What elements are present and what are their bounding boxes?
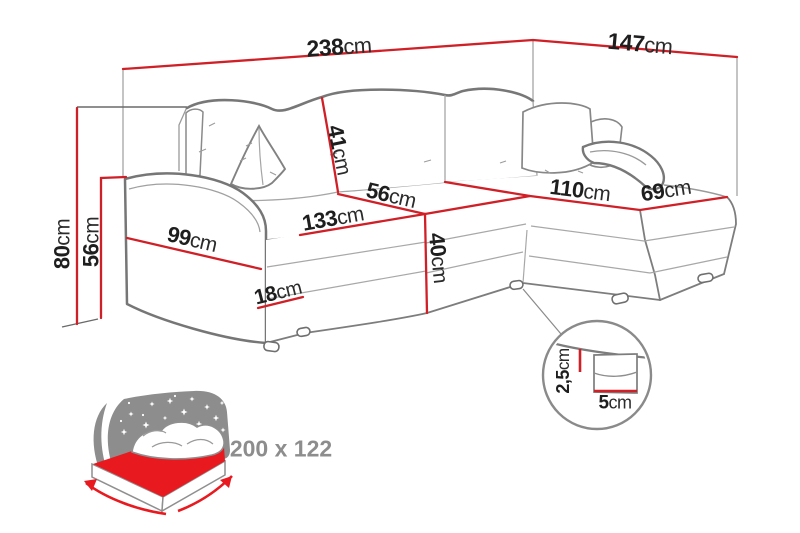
- dim-value: 80: [49, 245, 75, 270]
- dimension-helper-lines: [61, 40, 738, 328]
- chaise-pillow-front: [521, 102, 595, 174]
- sofa-base: [198, 122, 737, 353]
- dim-value: 40: [423, 231, 452, 258]
- dim-unit: cm: [582, 180, 612, 207]
- right-armrest: [581, 140, 665, 191]
- dim-unit: cm: [80, 216, 104, 244]
- dim-value: 5: [598, 392, 609, 414]
- side-sliver-pillow: [185, 108, 204, 178]
- dim-total-height: 80cm: [49, 218, 75, 270]
- dim-unit: cm: [643, 31, 674, 60]
- sofa-bed-icon: [84, 390, 233, 516]
- dim-leg-height: 2,5cm: [552, 348, 573, 394]
- dim-value: 238: [305, 33, 345, 62]
- dim-unit: cm: [553, 348, 573, 371]
- dim-unit: cm: [426, 255, 453, 285]
- dim-unit: cm: [335, 202, 366, 230]
- sofa-feet: [263, 272, 714, 353]
- red-mattress: [93, 447, 225, 497]
- dim-leg-width: 5cm: [598, 392, 633, 414]
- dim-unit: cm: [342, 32, 373, 60]
- sleeping-area-label: 200 x 122: [229, 435, 333, 462]
- dim-unit: cm: [608, 392, 633, 413]
- dim-arm-height: 56cm: [78, 216, 104, 268]
- leg-detail-callout: [522, 288, 653, 431]
- dim-unit: cm: [662, 175, 693, 203]
- red-dimension-lines: [75, 38, 739, 326]
- dim-value: 2,5: [552, 370, 573, 394]
- dim-value: 56: [78, 243, 104, 268]
- dim-value: 147: [606, 27, 646, 57]
- left-armrest: [123, 172, 268, 345]
- dim-total-width: 238cm: [305, 32, 373, 62]
- dim-chaise-depth: 147cm: [606, 27, 674, 60]
- dim-unit: cm: [51, 218, 75, 246]
- leg-drawing: [593, 353, 638, 394]
- dim-seat-height: 40cm: [423, 231, 453, 285]
- swoosh-shape: [93, 403, 107, 472]
- dim-value: 110: [548, 173, 586, 203]
